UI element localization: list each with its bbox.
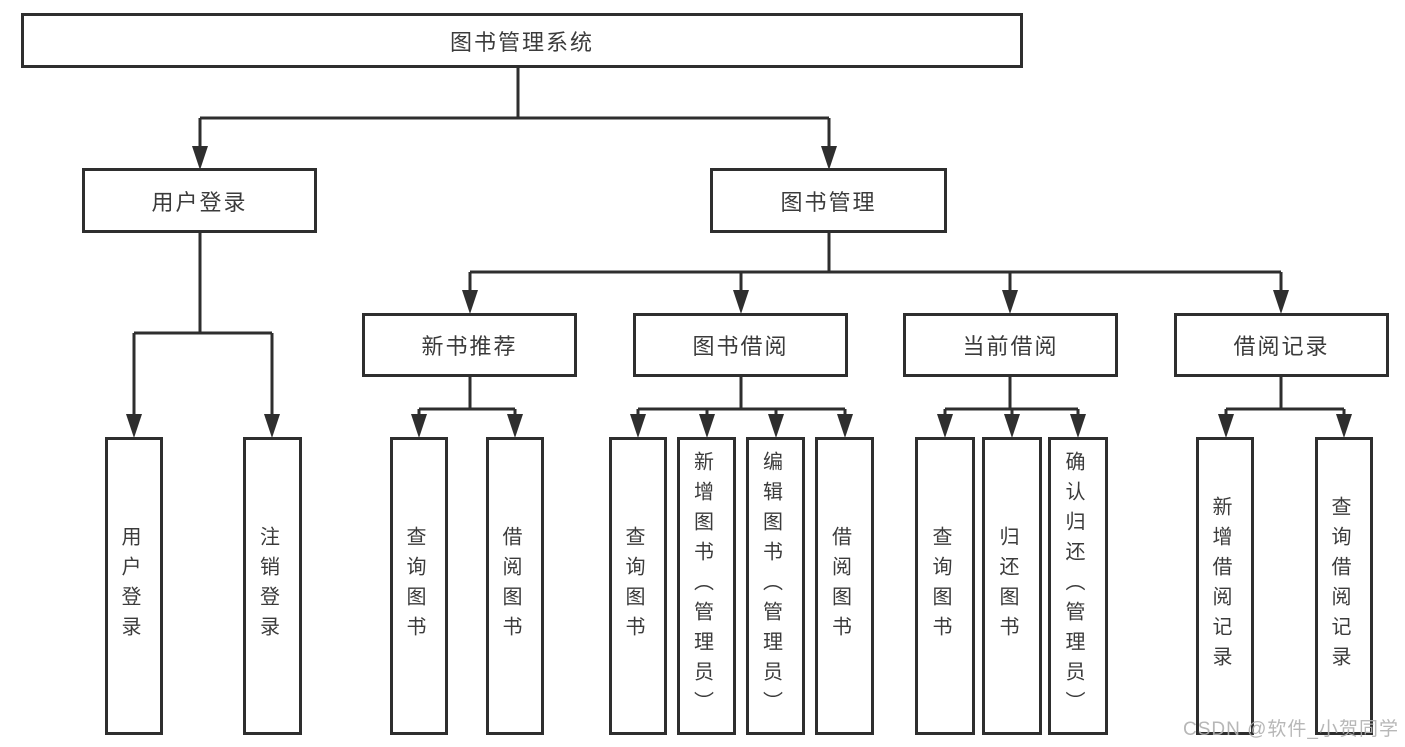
connector-borrowrecords-to-leaves <box>1224 377 1346 418</box>
node-label: 注销登录 <box>256 526 279 646</box>
leaf-edit-book-admin: 编辑图书（管理员） <box>746 437 805 735</box>
node-label: 编辑图书（管理员） <box>759 451 782 721</box>
node-label: 归还图书 <box>996 526 1018 646</box>
node-label: 新书推荐 <box>421 334 518 359</box>
node-label: 查询图书 <box>622 526 644 646</box>
watermark: CSDN @软件_小贺同学 <box>1183 719 1399 740</box>
node-label: 查询图书 <box>403 526 425 646</box>
leaf-user-login: 用户登录 <box>105 437 163 735</box>
node-label: 借阅记录 <box>1233 334 1330 359</box>
leaf-borrow-books-recommend: 借阅图书 <box>486 437 544 735</box>
connector-currentborrow-to-leaves <box>943 377 1080 418</box>
arrowheads <box>126 146 1352 438</box>
connector-root-to-level2 <box>198 68 831 150</box>
node-label: 用户登录 <box>151 189 248 215</box>
node-label: 图书管理系统 <box>449 29 594 55</box>
node-current-borrow: 当前借阅 <box>903 313 1118 377</box>
leaf-query-books-current: 查询图书 <box>915 437 975 735</box>
connector-userlogin-to-leaves <box>132 233 274 418</box>
leaf-logout: 注销登录 <box>243 437 302 735</box>
leaf-query-borrow-record: 查询借阅记录 <box>1315 437 1373 735</box>
node-label: 确认归还（管理员） <box>1062 451 1084 721</box>
connector-bookborrow-to-leaves <box>636 377 847 418</box>
node-borrow-records: 借阅记录 <box>1174 313 1389 377</box>
leaf-add-book-admin: 新增图书（管理员） <box>677 437 736 735</box>
node-label: 查询图书 <box>929 526 951 646</box>
connector-bookmgmt-to-level3 <box>468 233 1283 292</box>
leaf-confirm-return-admin: 确认归还（管理员） <box>1048 437 1108 735</box>
node-new-book-recommend: 新书推荐 <box>362 313 577 377</box>
node-user-login-branch: 用户登录 <box>82 168 317 233</box>
node-label: 借阅图书 <box>828 526 851 646</box>
leaf-return-book: 归还图书 <box>982 437 1042 735</box>
node-label: 当前借阅 <box>962 334 1059 359</box>
node-book-management: 图书管理 <box>710 168 947 233</box>
node-book-borrow: 图书借阅 <box>633 313 848 377</box>
node-library-system: 图书管理系统 <box>21 13 1023 68</box>
node-label: 新增借阅记录 <box>1209 496 1231 676</box>
connector-newbooks-to-leaves <box>417 377 517 418</box>
node-label: 查询借阅记录 <box>1328 496 1350 676</box>
leaf-query-books-recommend: 查询图书 <box>390 437 448 735</box>
node-label: 借阅图书 <box>499 526 521 646</box>
node-label: 用户登录 <box>118 526 140 646</box>
node-label: 图书管理 <box>780 189 877 215</box>
node-label: 新增图书（管理员） <box>690 451 713 721</box>
leaf-query-books-borrow: 查询图书 <box>609 437 667 735</box>
node-label: 图书借阅 <box>692 334 789 359</box>
leaf-add-borrow-record: 新增借阅记录 <box>1196 437 1254 735</box>
leaf-borrow-books: 借阅图书 <box>815 437 874 735</box>
